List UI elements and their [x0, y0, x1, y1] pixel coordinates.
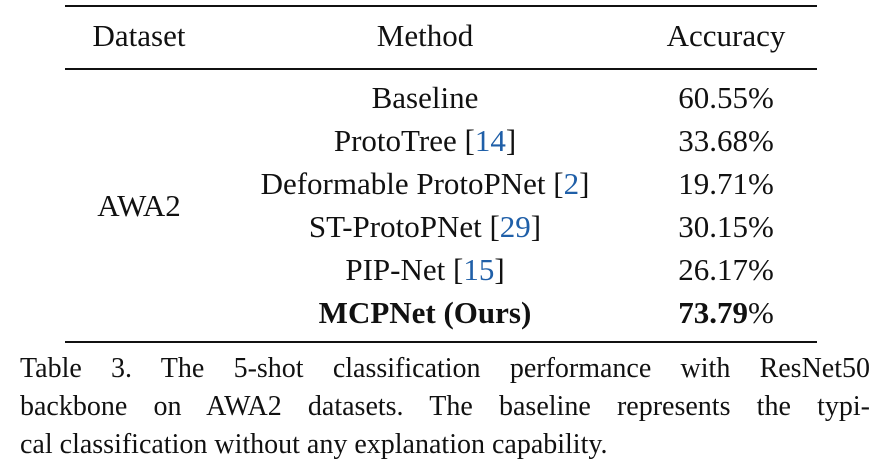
table-header-rule — [65, 68, 817, 70]
accuracy-cell: 19.71% — [678, 166, 774, 201]
accuracy-value: 73.79 — [678, 295, 748, 330]
table-caption: Table 3. The 5-shot classification perfo… — [20, 350, 870, 464]
table-bottom-rule — [65, 341, 817, 343]
method-name: PIP-Net — [345, 252, 446, 287]
caption-line: cal classification without any explanati… — [20, 429, 608, 460]
caption-line: backbone on AWA2 datasets. The baseline … — [20, 391, 870, 422]
table-top-rule — [65, 5, 817, 7]
accuracy-cell: 60.55% — [678, 80, 774, 115]
citation-link[interactable]: 29 — [499, 209, 531, 244]
method-name: ST-ProtoPNet — [308, 209, 482, 244]
header-dataset: Dataset — [92, 18, 186, 53]
method-cell: PIP-Net [15] — [345, 252, 505, 287]
method-name: Baseline — [371, 80, 479, 115]
method-cell: Deformable ProtoPNet [2] — [260, 166, 590, 201]
method-name: MCPNet (Ours) — [318, 295, 532, 330]
accuracy-cell: 26.17% — [678, 252, 774, 287]
accuracy-cell: 33.68% — [678, 123, 774, 158]
accuracy-unit: % — [747, 295, 774, 330]
header-accuracy: Accuracy — [666, 18, 786, 53]
method-cell: ProtoTree [14] — [333, 123, 517, 158]
method-cell-ours: MCPNet (Ours) — [319, 295, 532, 331]
citation-link[interactable]: 15 — [463, 252, 495, 287]
accuracy-cell-ours: 73.79% — [678, 295, 774, 331]
citation-link[interactable]: 2 — [563, 166, 580, 201]
caption-line: Table 3. The 5-shot classification perfo… — [20, 353, 870, 384]
method-name: Deformable ProtoPNet — [260, 166, 546, 201]
method-cell: ST-ProtoPNet [29] — [308, 209, 542, 244]
citation-link[interactable]: 14 — [474, 123, 506, 158]
method-name: ProtoTree — [333, 123, 457, 158]
header-method: Method — [376, 18, 474, 53]
dataset-cell: AWA2 — [97, 188, 181, 223]
method-cell: Baseline — [372, 80, 479, 116]
accuracy-cell: 30.15% — [678, 209, 774, 244]
